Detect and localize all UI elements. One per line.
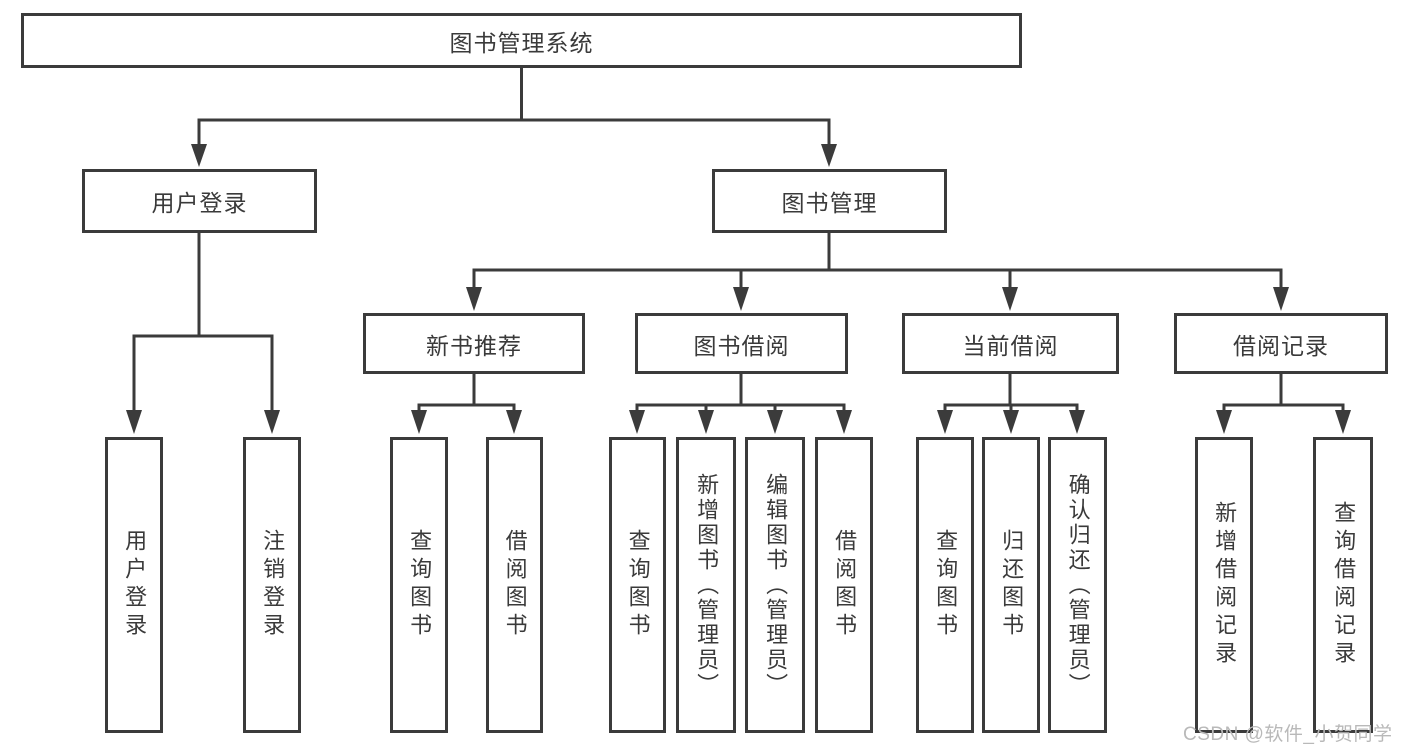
csdn-watermark: CSDN @软件_小贺同学 (1183, 724, 1393, 745)
node-user-login: 用户登录 (82, 169, 317, 233)
leaf-add-borrow-record: 新增借阅记录 (1195, 437, 1253, 733)
leaf-query-books-current: 查询图书 (916, 437, 974, 733)
leaf-confirm-return-admin: 确认归还（管理员） (1048, 437, 1107, 733)
node-label: 编辑图书（管理员） (763, 472, 789, 698)
connector-book-borrowing-to-leaves (629, 374, 852, 434)
node-label: 查询借阅记录 (1331, 501, 1357, 669)
node-label: 图书管理系统 (449, 29, 594, 56)
node-label: 新增借阅记录 (1212, 501, 1238, 669)
node-borrow-records: 借阅记录 (1174, 313, 1388, 374)
connector-new-book-recommend-to-leaves (411, 374, 522, 434)
node-label: 借阅图书 (502, 529, 528, 641)
leaf-edit-books-admin: 编辑图书（管理员） (745, 437, 805, 733)
node-label: 查询图书 (407, 529, 433, 641)
node-current-borrowing: 当前借阅 (902, 313, 1119, 374)
leaf-query-books-recommend: 查询图书 (390, 437, 448, 733)
node-label: 借阅图书 (832, 529, 858, 641)
node-label: 用户登录 (151, 190, 248, 216)
node-book-borrowing: 图书借阅 (635, 313, 848, 374)
connector-book-management-to-level3 (466, 233, 1289, 311)
connector-root-to-level2 (191, 68, 837, 167)
node-label: 用户登录 (122, 529, 148, 641)
leaf-return-books: 归还图书 (982, 437, 1040, 733)
node-label: 新增图书（管理员） (694, 472, 720, 698)
connector-borrow-records-to-leaves (1216, 374, 1351, 434)
node-library-management-system: 图书管理系统 (21, 13, 1022, 68)
node-label: 查询图书 (625, 529, 651, 641)
node-label: 借阅记录 (1233, 332, 1329, 359)
leaf-user-login: 用户登录 (105, 437, 163, 733)
leaf-borrow-books-recommend: 借阅图书 (486, 437, 543, 733)
leaf-query-books-borrowing: 查询图书 (609, 437, 666, 733)
node-label: 确认归还（管理员） (1065, 472, 1091, 698)
node-label: 图书管理 (781, 190, 878, 216)
node-label: 注销登录 (260, 529, 286, 641)
node-label: 归还图书 (999, 529, 1025, 641)
node-book-management: 图书管理 (712, 169, 947, 233)
node-label: 当前借阅 (962, 332, 1059, 359)
node-new-book-recommend: 新书推荐 (363, 313, 585, 374)
leaf-query-borrow-record: 查询借阅记录 (1313, 437, 1373, 733)
leaf-logout: 注销登录 (243, 437, 301, 733)
connector-user-login-to-leaves (126, 233, 280, 434)
leaf-add-books-admin: 新增图书（管理员） (676, 437, 736, 733)
node-label: 图书借阅 (693, 332, 790, 359)
node-label: 新书推荐 (426, 332, 522, 359)
node-label: 查询图书 (933, 529, 959, 641)
leaf-borrow-books: 借阅图书 (815, 437, 873, 733)
connector-current-borrowing-to-leaves (937, 374, 1085, 434)
